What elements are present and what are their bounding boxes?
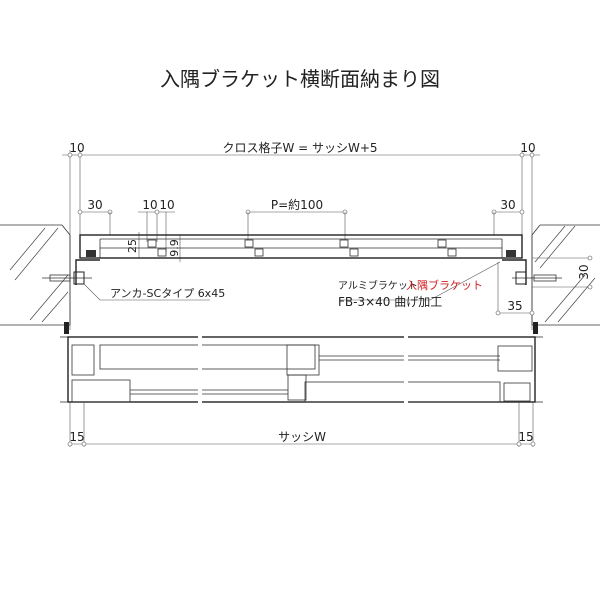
cross-grille-frame [79,234,523,259]
left-bracket [42,259,210,301]
dim-bar-10a: 10 [142,198,157,212]
dim-bottom-overall: サッシW [278,430,326,444]
dim-left-30: 30 [87,198,102,212]
sash-section [60,330,543,410]
bracket-material-label: アルミブラケット [338,279,418,292]
dim-top-right-10: 10 [520,141,535,155]
diagram-title: 入隅ブラケット横断面納まり図 [160,67,440,91]
dim-bottom-left-15: 15 [69,430,84,444]
dim-bracket-35: 35 [507,299,522,313]
anchor-label: アンカ-SCタイプ 6x45 [110,287,225,300]
bracket-name-label: 入隅ブラケット [406,278,483,292]
bracket-spec-label: FB-3×40 曲げ加工 [338,295,442,309]
dim-height-25: 25 [126,239,139,253]
dim-top-overall: クロス格子W = サッシW+5 [222,140,377,155]
dim-pitch: P=約100 [271,197,323,212]
dim-right-30: 30 [500,198,515,212]
dim-bar-10b: 10 [159,198,174,212]
right-bracket: 30 35 [340,255,593,316]
bottom-dimension: 15 15 サッシW [67,402,536,447]
grid-dimensions: 30 10 10 P=約100 30 25 9.9 [77,197,525,262]
dim-top-left-10: 10 [69,141,84,155]
right-wall [531,224,600,334]
left-wall [0,224,71,334]
dim-bracket-30: 30 [577,264,591,279]
dim-bottom-right-15: 15 [518,430,533,444]
